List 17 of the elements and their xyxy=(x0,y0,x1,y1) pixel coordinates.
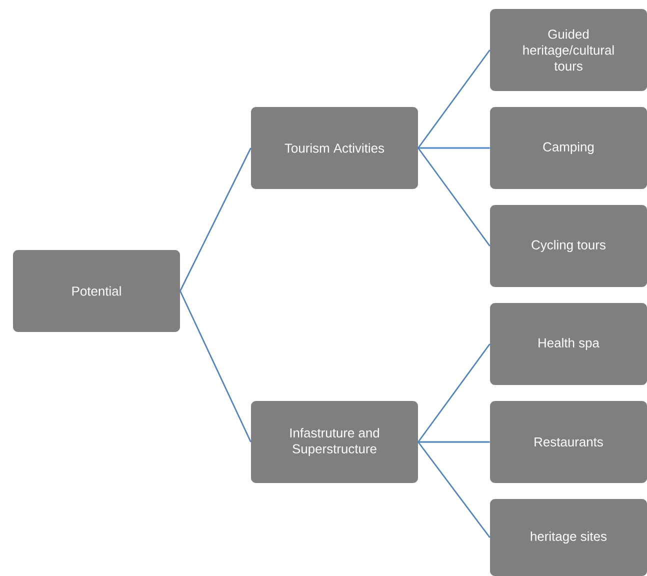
process-box: Cycling tours xyxy=(490,205,647,287)
process-box: heritage sites xyxy=(490,499,647,576)
process-box: Guided heritage/cultural tours xyxy=(490,9,647,91)
connector-line xyxy=(418,147,490,149)
process-box: Camping xyxy=(490,107,647,189)
process-box: Potential xyxy=(13,250,180,332)
connector-line xyxy=(418,148,490,246)
connector-line xyxy=(418,442,490,538)
connector-line xyxy=(418,441,490,443)
connector-line xyxy=(180,290,252,442)
process-box: Health spa xyxy=(490,303,647,385)
connector-line xyxy=(418,50,490,148)
process-box: Restaurants xyxy=(490,401,647,483)
process-box: Tourism Activities xyxy=(251,107,418,189)
process-box: Infastruture and Superstructure xyxy=(251,401,418,483)
connector-line xyxy=(418,344,490,442)
connector-line xyxy=(180,148,252,292)
